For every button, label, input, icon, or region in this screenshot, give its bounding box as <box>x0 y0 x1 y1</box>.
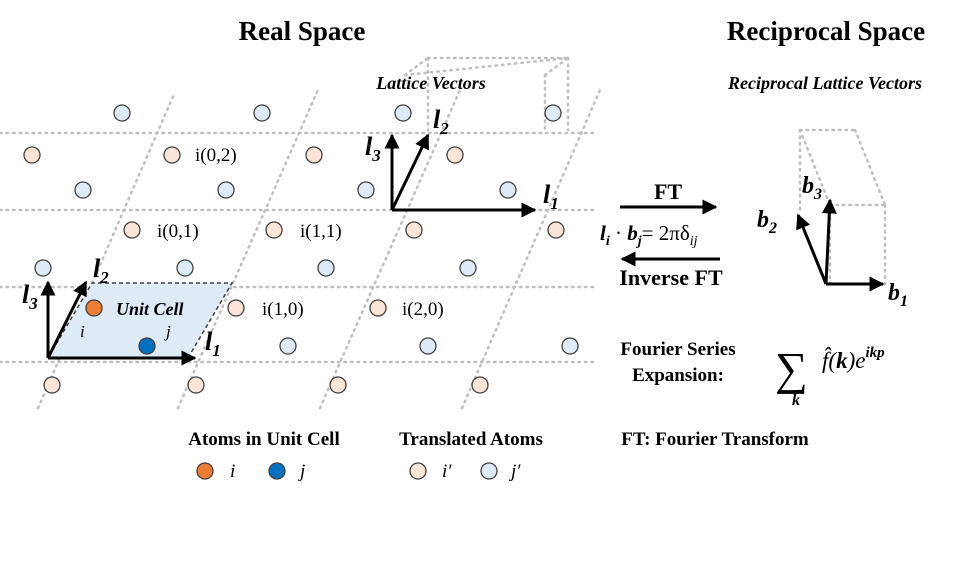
vector-b2-label: b2 <box>757 207 777 237</box>
fourier-series-label-line1: Fourier Series <box>620 339 735 360</box>
fourier-term: f̂(k)eikp <box>822 345 885 373</box>
vector-b1-label: b1 <box>888 280 908 310</box>
label-i20: i(2,0) <box>402 299 444 320</box>
atom-i-prime <box>329 376 347 394</box>
atom-j-prime <box>357 181 375 199</box>
atom-j-prime <box>459 259 477 277</box>
grid-diag-line <box>36 90 177 410</box>
atom-i-prime <box>305 146 323 164</box>
grid-diag-line <box>318 88 462 410</box>
legend-atom-j-label: j <box>297 461 305 482</box>
atom-j-prime <box>74 181 92 199</box>
atom-j-prime <box>176 259 194 277</box>
reciprocal-vector-box <box>798 128 887 287</box>
grid-diag-line <box>460 88 602 410</box>
label-i02: i(0,2) <box>195 145 237 166</box>
atom-i-prime <box>163 146 181 164</box>
vector-l3-label: l3 <box>365 132 381 165</box>
title-reciprocal-space: Reciprocal Space <box>727 16 925 46</box>
atom-j-prime <box>394 104 412 122</box>
atom-j-prime <box>279 337 297 355</box>
atom-j-prime <box>253 104 271 122</box>
atom-j-prime <box>217 181 235 199</box>
sum-symbol: ∑ <box>775 343 808 394</box>
atom-i-prime <box>446 146 464 164</box>
vector-l2-arrow <box>390 133 430 211</box>
ft-label: FT <box>654 179 682 204</box>
atom-i-prime <box>227 299 245 317</box>
atom-j <box>138 337 156 355</box>
atom-j-prime <box>113 104 131 122</box>
unit-vector-l2-arrow <box>46 280 88 359</box>
fourier-series-label-line2: Expansion: <box>632 365 724 386</box>
title-real-space: Real Space <box>239 16 366 46</box>
legend-atom-i-label: i <box>230 461 235 482</box>
atom-i-prime <box>23 146 41 164</box>
atom-j-prime <box>317 259 335 277</box>
legend-atom-j-prime-swatch <box>480 462 498 480</box>
subtitle-reciprocal-lattice-vectors: Reciprocal Lattice Vectors <box>727 73 922 93</box>
label-i01: i(0,1) <box>157 221 199 242</box>
atom-j-prime <box>544 104 562 122</box>
atom-i-prime <box>405 221 423 239</box>
label-i11: i(1,1) <box>300 221 342 242</box>
legend-atom-j-swatch <box>268 462 286 480</box>
subtitle-lattice-vectors: Lattice Vectors <box>375 73 485 93</box>
atom-j-prime <box>34 259 52 277</box>
atom-i-prime <box>471 376 489 394</box>
atom-i-prime <box>187 376 205 394</box>
atom-i-prime <box>369 299 387 317</box>
translated-atoms-j <box>34 104 579 355</box>
legend-translated-atoms: Translated Atoms <box>399 429 543 450</box>
atom-i-label: i <box>80 322 85 341</box>
atom-i-prime <box>265 221 283 239</box>
vector-b2-arrow <box>796 213 828 285</box>
unit-vector-l2-label: l2 <box>93 254 109 287</box>
vector-l1-label: l1 <box>543 180 559 213</box>
atom-j-prime <box>419 337 437 355</box>
atom-i-prime <box>123 221 141 239</box>
legend-atom-i-swatch <box>196 462 214 480</box>
vector-b3-arrow <box>821 198 837 285</box>
legend-atom-j-prime-label: j′ <box>508 461 521 482</box>
legend-atom-i-prime-swatch <box>409 462 427 480</box>
vector-l2-label: l2 <box>433 105 449 138</box>
legend-atoms-in-unit-cell: Atoms in Unit Cell <box>188 429 339 450</box>
unit-cell-vectors <box>40 280 197 366</box>
reciprocal-vectors <box>796 198 885 292</box>
translated-atoms-i <box>23 146 565 394</box>
atom-i-prime <box>547 221 565 239</box>
atom-j-prime <box>499 181 517 199</box>
sum-index: k <box>792 392 800 409</box>
inverse-ft-label: Inverse FT <box>619 265 723 290</box>
unit-cell-label: Unit Cell <box>116 299 184 319</box>
vector-b3-label: b3 <box>802 173 822 203</box>
label-i10: i(1,0) <box>262 299 304 320</box>
atom-j-prime <box>561 337 579 355</box>
atom-j-label: j <box>164 322 171 341</box>
unit-vector-l3-label: l3 <box>22 280 38 313</box>
lattice-grid <box>0 88 602 410</box>
legend-atom-i-prime-label: i′ <box>442 461 452 482</box>
atom-i <box>85 299 103 317</box>
unit-vector-l1-label: l1 <box>205 327 221 360</box>
lattice-vectors <box>384 133 537 218</box>
orthogonality-relation: li · bj= 2πδij <box>600 221 698 249</box>
atom-i-prime <box>43 376 61 394</box>
legend-ft-definition: FT: Fourier Transform <box>621 429 809 450</box>
grid-diag-line <box>176 88 320 410</box>
lattice-vector-box <box>403 56 570 132</box>
